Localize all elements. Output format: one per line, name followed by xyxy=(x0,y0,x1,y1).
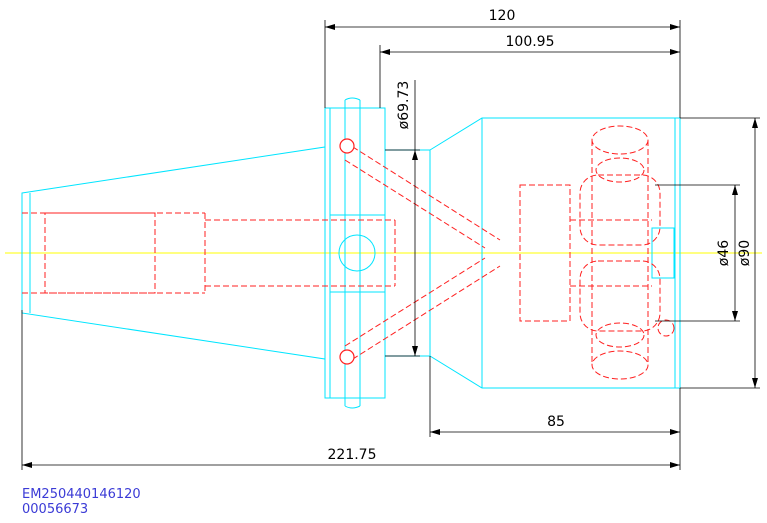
dim-bore-diameter: ø46 xyxy=(716,240,732,266)
dim-221-75: 221.75 xyxy=(328,447,377,463)
dim-120: 120 xyxy=(489,8,516,24)
product-code: 00056673 xyxy=(22,502,89,517)
dim-flange-diameter: ø69.73 xyxy=(396,81,412,130)
dim-85: 85 xyxy=(547,414,565,430)
dimension-lines xyxy=(21,20,760,470)
part-number: EM250440146120 xyxy=(22,487,141,502)
retention-balls xyxy=(339,138,355,365)
hidden-lines xyxy=(22,125,675,380)
arrowheads xyxy=(22,24,758,468)
dim-100-95: 100.95 xyxy=(506,34,555,50)
dim-body-diameter: ø90 xyxy=(737,240,753,266)
